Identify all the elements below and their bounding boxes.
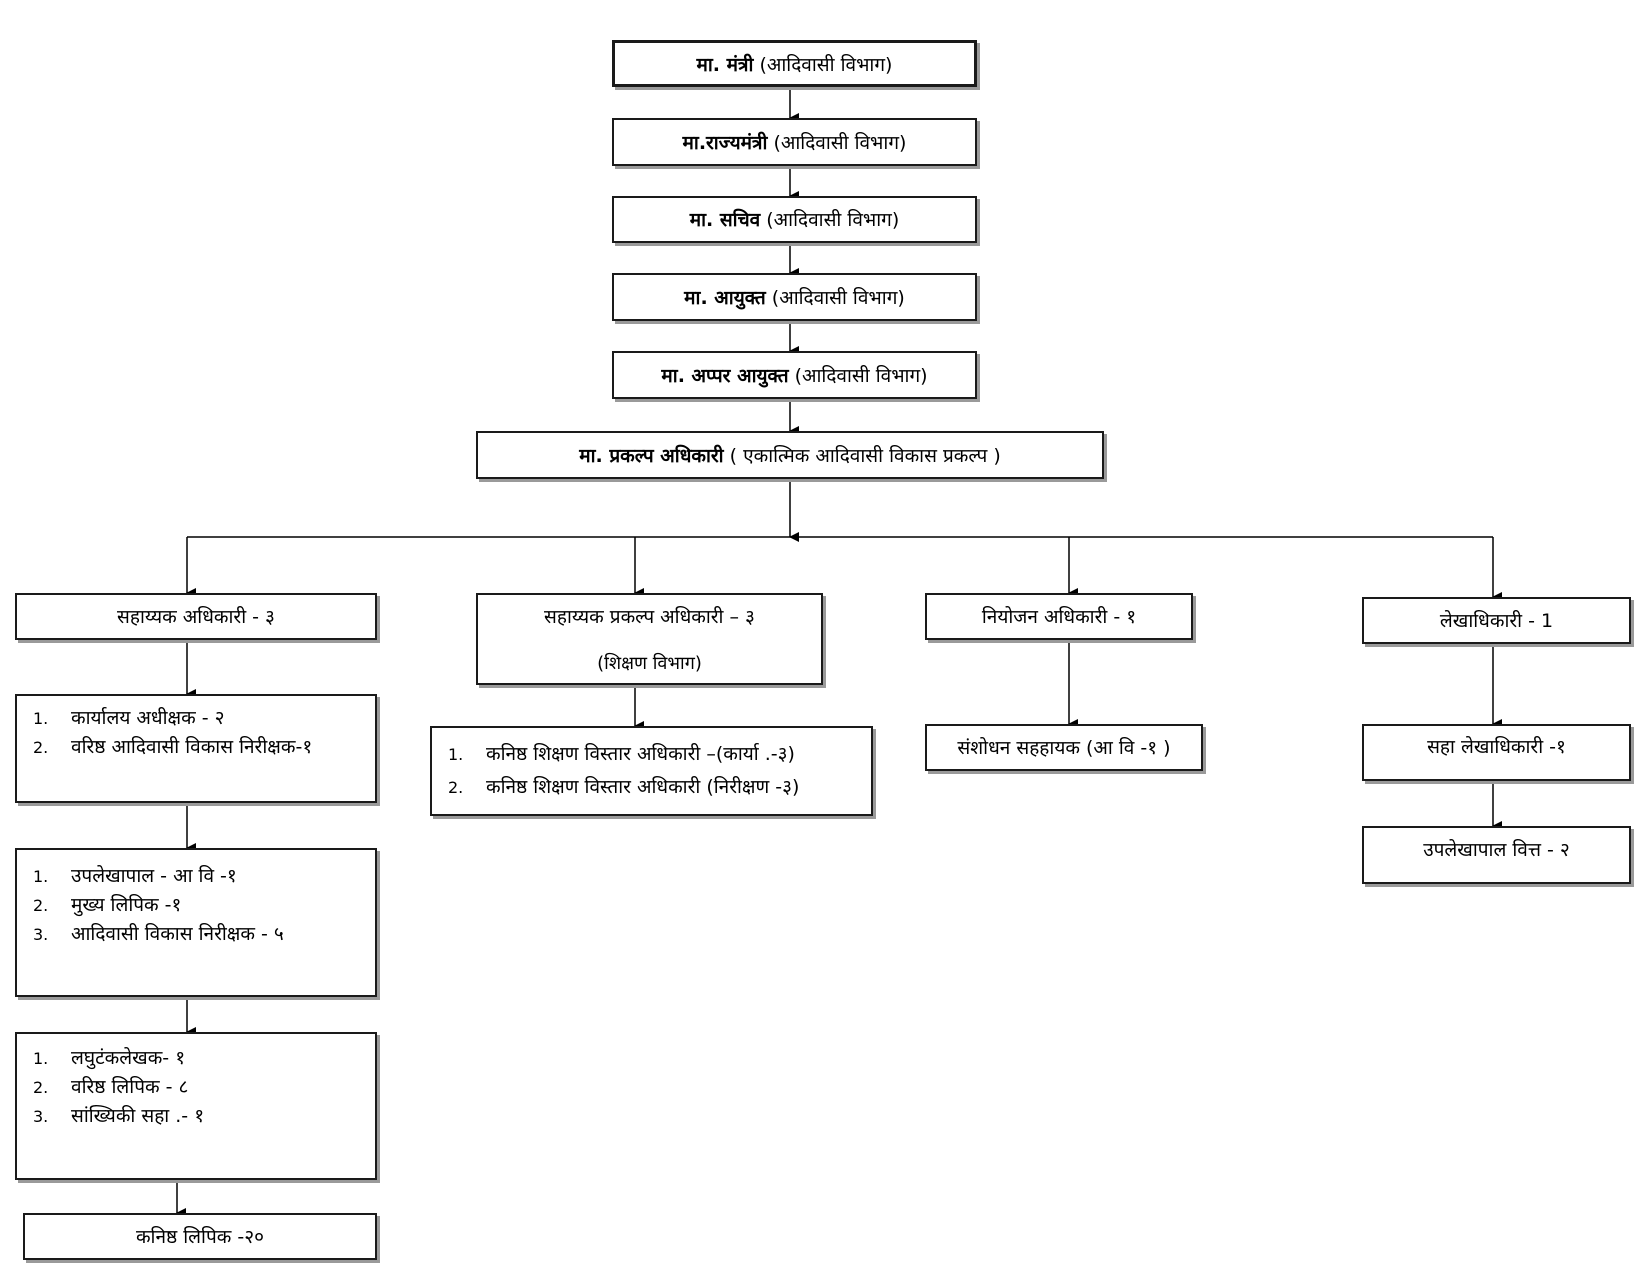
assistant-accounts-officer-label: सहा लेखाधिकारी -१ bbox=[1427, 736, 1566, 758]
list-item: 1.उपलेखापाल - आ वि -१ bbox=[33, 865, 237, 887]
sub-accountant-finance-label: उपलेखापाल वित्त - २ bbox=[1423, 839, 1570, 861]
assistant-accounts-officer-box: सहा लेखाधिकारी -१ bbox=[1362, 724, 1631, 781]
planning-officer-label: नियोजन अधिकारी - १ bbox=[981, 606, 1137, 628]
list-item: 1.लघुटंकलेखक- १ bbox=[33, 1047, 186, 1069]
additional-commissioner-box: मा. अप्पर आयुक्त (आदिवासी विभाग) bbox=[612, 351, 977, 399]
minister-detail: (आदिवासी विभाग) bbox=[759, 54, 893, 76]
assistant-project-officer-box: सहाय्यक प्रकल्प अधिकारी – ३ (शिक्षण विभा… bbox=[476, 593, 823, 685]
secretary-title: मा. सचिव bbox=[689, 209, 761, 231]
junior-clerk-label: कनिष्ठ लिपिक -२० bbox=[135, 1226, 265, 1248]
additional-commissioner-title: मा. अप्पर आयुक्त bbox=[661, 365, 789, 387]
project-officer-detail: ( एकात्मिक आदिवासी विकास प्रकल्प ) bbox=[729, 445, 1001, 467]
list-item: 2.मुख्य लिपिक -१ bbox=[33, 894, 182, 916]
secretary-box: मा. सचिव (आदिवासी विभाग) bbox=[612, 196, 977, 243]
minister-title: मा. मंत्री bbox=[696, 54, 754, 76]
accounts-officer-box: लेखाधिकारी - 1 bbox=[1362, 597, 1631, 644]
assistant-project-officer-label: सहाय्यक प्रकल्प अधिकारी – ३ bbox=[544, 606, 755, 628]
research-assistant-box: संशोधन सहहायक (आ वि -१ ) bbox=[925, 724, 1203, 771]
minister-of-state-detail: (आदिवासी विभाग) bbox=[773, 132, 907, 154]
project-officer-title: मा. प्रकल्प अधिकारी bbox=[579, 445, 724, 467]
accounts-officer-label: लेखाधिकारी - 1 bbox=[1439, 610, 1554, 632]
assistant-officer-label: सहाय्यक अधिकारी - ३ bbox=[117, 606, 275, 628]
assistant-officer-group-1: 1.कार्यालय अधीक्षक - २ 2.वरिष्ठ आदिवासी … bbox=[15, 694, 377, 803]
sub-accountant-finance-box: उपलेखापाल वित्त - २ bbox=[1362, 826, 1631, 884]
commissioner-title: मा. आयुक्त bbox=[684, 287, 766, 309]
assistant-officer-box: सहाय्यक अधिकारी - ३ bbox=[15, 593, 377, 640]
education-officers-box: 1.कनिष्ठ शिक्षण विस्तार अधिकारी –(कार्या… bbox=[430, 726, 873, 816]
list-item: 3.आदिवासी विकास निरीक्षक - ५ bbox=[33, 923, 284, 945]
commissioner-detail: (आदिवासी विभाग) bbox=[771, 287, 905, 309]
list-item: 1.कार्यालय अधीक्षक - २ bbox=[33, 707, 225, 729]
minister-of-state-title: मा.राज्यमंत्री bbox=[682, 132, 768, 154]
junior-clerk-box: कनिष्ठ लिपिक -२० bbox=[23, 1213, 377, 1260]
additional-commissioner-detail: (आदिवासी विभाग) bbox=[794, 365, 928, 387]
project-officer-box: मा. प्रकल्प अधिकारी ( एकात्मिक आदिवासी व… bbox=[476, 431, 1104, 479]
assistant-project-officer-sublabel: (शिक्षण विभाग) bbox=[597, 653, 702, 674]
list-item: 2.कनिष्ठ शिक्षण विस्तार अधिकारी (निरीक्ष… bbox=[448, 776, 800, 798]
commissioner-box: मा. आयुक्त (आदिवासी विभाग) bbox=[612, 273, 977, 321]
list-item: 2.वरिष्ठ आदिवासी विकास निरीक्षक-१ bbox=[33, 736, 313, 758]
list-item: 3.सांख्यिकी सहा .- १ bbox=[33, 1105, 205, 1127]
research-assistant-label: संशोधन सहहायक (आ वि -१ ) bbox=[957, 737, 1171, 759]
assistant-officer-group-2: 1.उपलेखापाल - आ वि -१ 2.मुख्य लिपिक -१ 3… bbox=[15, 848, 377, 997]
assistant-officer-group-3: 1.लघुटंकलेखक- १ 2.वरिष्ठ लिपिक - ८ 3.सां… bbox=[15, 1032, 377, 1180]
secretary-detail: (आदिवासी विभाग) bbox=[766, 209, 900, 231]
minister-of-state-box: मा.राज्यमंत्री (आदिवासी विभाग) bbox=[612, 118, 977, 166]
list-item: 2.वरिष्ठ लिपिक - ८ bbox=[33, 1076, 189, 1098]
minister-box: मा. मंत्री (आदिवासी विभाग) bbox=[612, 40, 977, 87]
list-item: 1.कनिष्ठ शिक्षण विस्तार अधिकारी –(कार्या… bbox=[448, 743, 795, 765]
planning-officer-box: नियोजन अधिकारी - १ bbox=[925, 593, 1193, 640]
